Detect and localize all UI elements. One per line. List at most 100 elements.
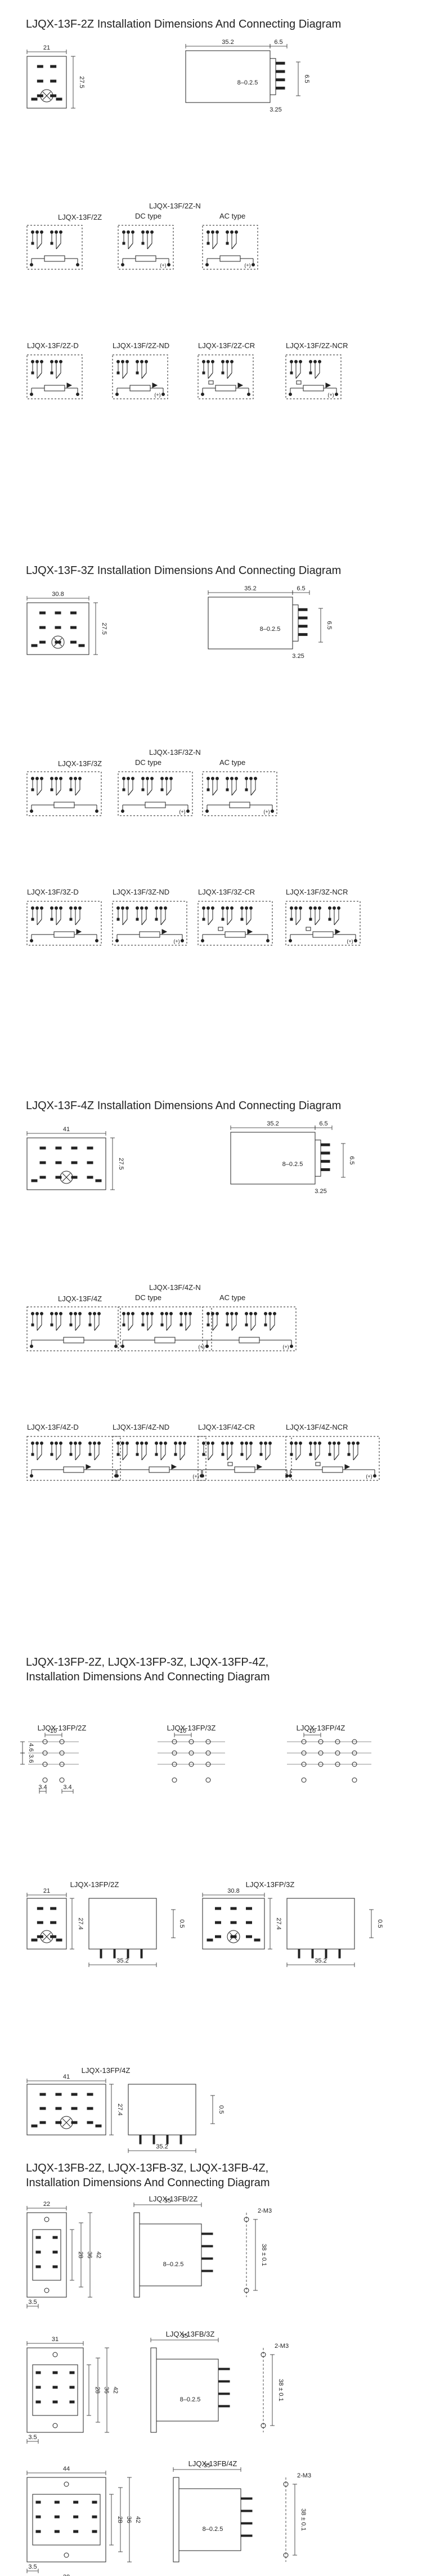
schematic-label: LJQX-13F/4Z-NCR bbox=[286, 1423, 348, 1431]
fp-pin bbox=[298, 1948, 300, 1959]
contact bbox=[122, 788, 125, 791]
mount-hole bbox=[244, 2288, 249, 2293]
fb-w2-dim: 3.5 bbox=[28, 2434, 37, 2441]
pin-dim: 8–0.2.5 bbox=[260, 626, 281, 633]
fb-flange-outline bbox=[26, 2347, 84, 2433]
contact bbox=[328, 1453, 331, 1456]
polarity-mark: (+) bbox=[263, 809, 270, 815]
pin-height-dim: 6.5 bbox=[348, 1156, 355, 1164]
line bbox=[353, 1454, 358, 1461]
fp-side-body bbox=[286, 1898, 355, 1950]
row-b-dim: 3.6 bbox=[28, 1754, 34, 1763]
led-symbol bbox=[66, 382, 73, 388]
top-view: 30.827.5 bbox=[26, 591, 107, 655]
fp-length-dim: 35.2 bbox=[156, 2143, 168, 2150]
length-dim: 35.2 bbox=[244, 585, 256, 592]
contact bbox=[31, 242, 34, 245]
line bbox=[295, 1454, 301, 1461]
pcb-hole bbox=[42, 1777, 48, 1783]
terminal bbox=[320, 1160, 330, 1163]
contact bbox=[31, 1453, 34, 1456]
led-symbol bbox=[257, 1464, 263, 1470]
schematic-label: LJQX-13F/2Z-NCR bbox=[286, 341, 348, 350]
coil bbox=[135, 255, 156, 262]
pin-slot bbox=[70, 640, 77, 644]
contact bbox=[31, 788, 34, 791]
relay-side-outline bbox=[230, 1132, 316, 1185]
pin-slot bbox=[87, 2107, 93, 2110]
line bbox=[53, 638, 62, 647]
fb-width-dim: 22 bbox=[43, 2201, 50, 2208]
fb-flange-outline bbox=[26, 2212, 67, 2298]
fb-flange-outline bbox=[26, 2477, 106, 2562]
line bbox=[56, 1454, 61, 1461]
relay-side-outline bbox=[208, 597, 293, 649]
fb-side-flange bbox=[150, 2347, 157, 2433]
fb-terminal bbox=[218, 2405, 230, 2408]
line bbox=[147, 1324, 152, 1331]
side-view-body bbox=[185, 50, 285, 103]
edge-dim: 3.4 bbox=[38, 1784, 47, 1791]
line bbox=[37, 789, 42, 796]
pin-slot bbox=[55, 2093, 62, 2096]
pin-slot bbox=[39, 2107, 46, 2110]
line bbox=[147, 243, 152, 250]
fb-pin-slot bbox=[35, 2386, 41, 2389]
top-view-grid bbox=[26, 56, 67, 109]
pin-height-dim: 6.5 bbox=[303, 74, 310, 83]
coil-pin bbox=[31, 1938, 38, 1942]
side-view-body bbox=[208, 597, 308, 649]
fp-top-view bbox=[202, 1898, 265, 1950]
line bbox=[227, 919, 232, 926]
schematic-frame bbox=[26, 1306, 121, 1351]
fp-height-dim: 27.4 bbox=[77, 1917, 84, 1929]
fb-pin-slot bbox=[54, 2501, 60, 2504]
pin-slot bbox=[50, 94, 57, 97]
pin-slot bbox=[50, 1921, 57, 1924]
line bbox=[334, 919, 339, 926]
contact bbox=[240, 918, 244, 921]
pin-slot bbox=[215, 1907, 221, 1910]
contact bbox=[69, 1323, 73, 1327]
line bbox=[250, 789, 256, 796]
fb-hole-label: 2-M3 bbox=[297, 2472, 311, 2479]
fb-pin-slot bbox=[69, 2400, 75, 2404]
fb-side-body bbox=[178, 2488, 241, 2551]
pin-slot bbox=[37, 79, 43, 83]
coil-pin bbox=[254, 1938, 261, 1942]
contact bbox=[245, 1323, 248, 1327]
line bbox=[94, 1454, 100, 1461]
line bbox=[122, 372, 128, 379]
fp-side-body bbox=[128, 2084, 196, 2135]
line bbox=[212, 1324, 218, 1331]
contact bbox=[116, 371, 120, 375]
fb-pin-slot bbox=[73, 2530, 79, 2533]
polarity-mark: (+) bbox=[154, 392, 160, 398]
pin-slot bbox=[246, 1907, 252, 1910]
line bbox=[56, 243, 61, 250]
schematic-label: LJQX-13F/4Z bbox=[58, 1294, 102, 1303]
line bbox=[147, 789, 152, 796]
fb-pin-slot bbox=[54, 2530, 60, 2533]
contact bbox=[116, 1453, 120, 1456]
contact bbox=[290, 371, 293, 375]
contact bbox=[347, 1453, 351, 1456]
fp-pin bbox=[179, 2134, 182, 2145]
section-heading-fb-line2: Installation Dimensions And Connecting D… bbox=[26, 2177, 270, 2189]
contact bbox=[141, 242, 145, 245]
fb-pin-dim: 8–0.2.5 bbox=[163, 2261, 184, 2268]
fb-h2-dim: 36 bbox=[103, 2387, 110, 2393]
pin-slot bbox=[71, 2093, 78, 2096]
terminal bbox=[275, 78, 285, 82]
led-symbol bbox=[325, 382, 331, 388]
fp-pin bbox=[113, 1948, 116, 1959]
fb-pin-slot bbox=[35, 2515, 41, 2519]
line bbox=[56, 1324, 61, 1331]
fb-length-dim: 35 bbox=[204, 2462, 210, 2469]
